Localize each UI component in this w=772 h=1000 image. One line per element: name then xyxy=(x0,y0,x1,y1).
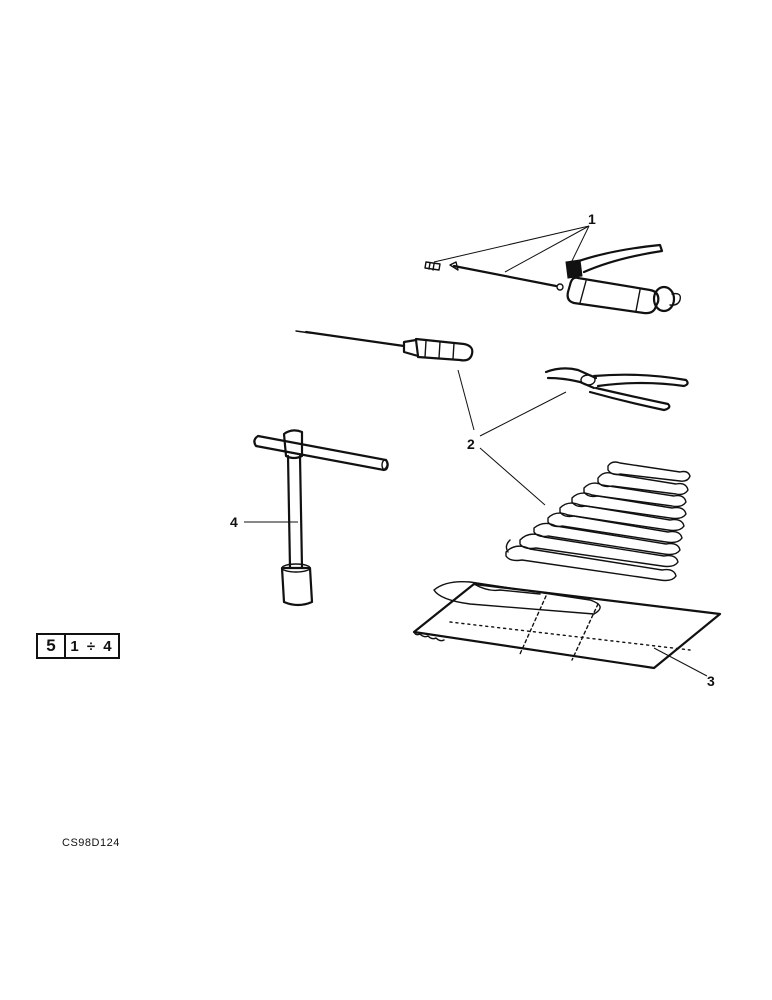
wrench-set-icon xyxy=(505,461,691,582)
leader-lines xyxy=(244,225,708,677)
reference-box: 5 1 ÷ 4 xyxy=(36,633,120,659)
reference-section: 5 xyxy=(38,635,66,657)
t-socket-wrench-icon xyxy=(253,429,389,607)
pliers-icon xyxy=(544,367,689,412)
reference-range: 1 ÷ 4 xyxy=(70,637,114,655)
callout-2: 2 xyxy=(467,436,475,452)
drawing-code: CS98D124 xyxy=(62,837,120,849)
callout-3: 3 xyxy=(707,673,715,689)
tool-roll-icon xyxy=(412,580,722,670)
callout-4: 4 xyxy=(230,514,238,530)
callout-1: 1 xyxy=(588,211,596,227)
grease-gun-icon xyxy=(424,243,682,315)
screwdriver-icon xyxy=(295,330,474,362)
